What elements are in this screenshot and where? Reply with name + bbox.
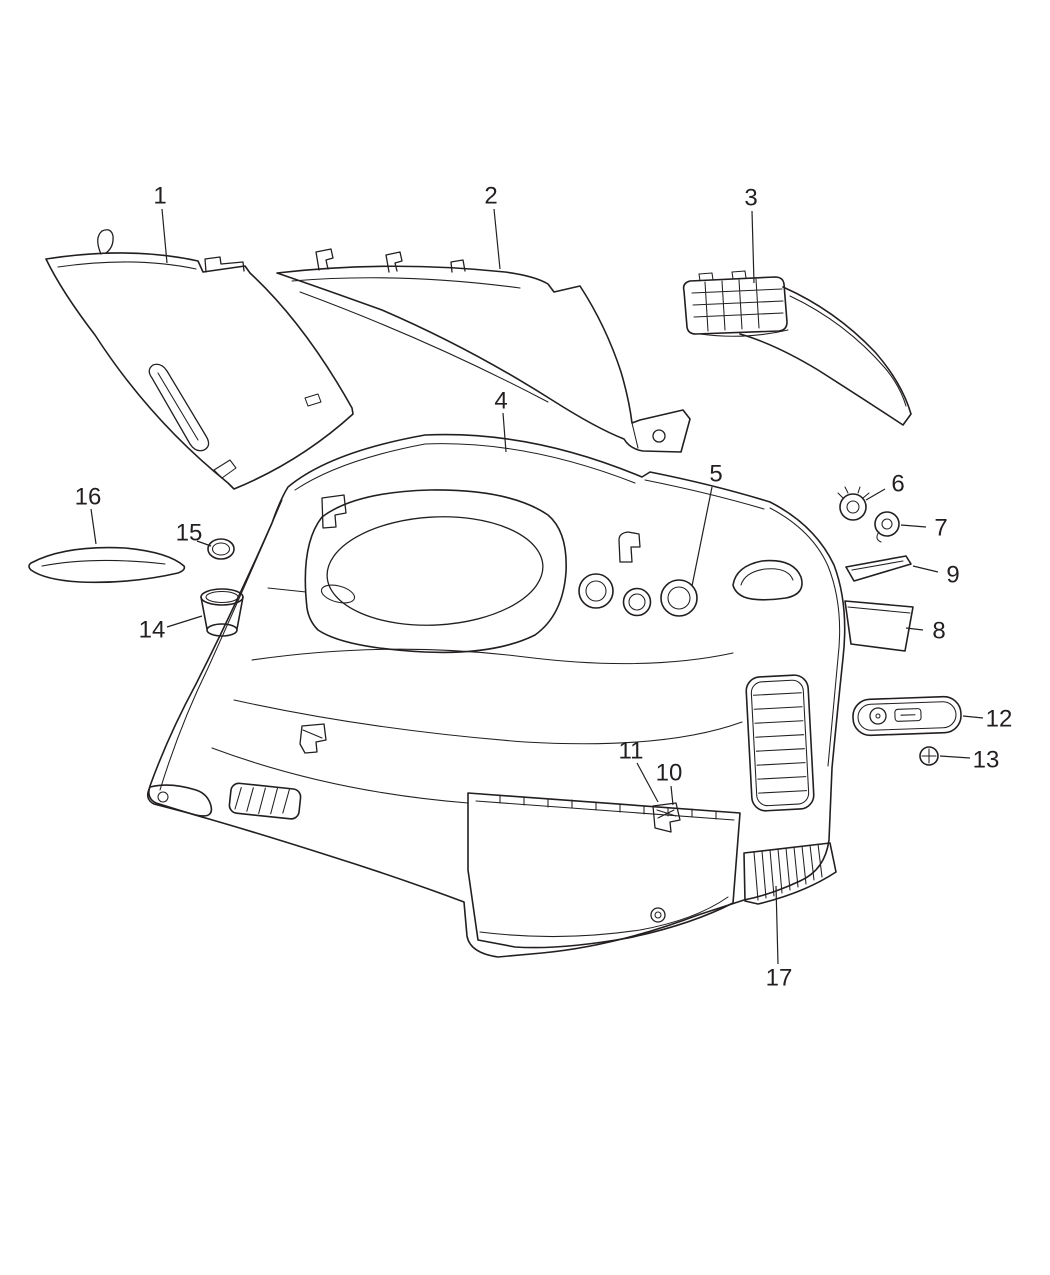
callout-leader-9 bbox=[912, 565, 939, 573]
callout-label-13: 13 bbox=[973, 747, 1000, 774]
callout-leader-4 bbox=[502, 412, 507, 453]
part-13-screw bbox=[919, 746, 939, 766]
callout-leader-12 bbox=[962, 715, 984, 719]
callout-leader-2 bbox=[493, 208, 501, 270]
part-4-bezel-c bbox=[660, 579, 698, 617]
callout-label-1: 1 bbox=[153, 183, 166, 210]
part-4-quarter-trim-panel bbox=[146, 433, 846, 958]
part-1-slot bbox=[148, 363, 210, 452]
part-4-armrest-clip bbox=[321, 494, 347, 529]
part-4-bezel-b bbox=[622, 587, 652, 617]
part-12-lamp-assembly bbox=[852, 695, 962, 737]
part-4-storage-bin bbox=[467, 792, 741, 949]
callout-label-12: 12 bbox=[986, 706, 1013, 733]
part-1-top-clip bbox=[204, 256, 245, 273]
part-4-scuff-comb bbox=[743, 842, 837, 905]
callout-leader-11 bbox=[636, 762, 659, 803]
part-15-retainer-ring bbox=[207, 538, 235, 560]
callout-label-6: 6 bbox=[891, 471, 904, 498]
callout-leader-13 bbox=[939, 755, 971, 759]
callout-leader-6 bbox=[865, 488, 886, 501]
part-3-connector-block bbox=[682, 276, 788, 335]
callout-label-5: 5 bbox=[709, 461, 722, 488]
callout-leader-10 bbox=[670, 785, 674, 806]
part-14-cup-grommet bbox=[200, 588, 244, 637]
part-2-pillar-trim-panel bbox=[276, 248, 691, 453]
callout-leader-17 bbox=[775, 885, 779, 965]
part-4-vent-grille bbox=[745, 674, 815, 812]
callout-leader-15 bbox=[196, 540, 212, 547]
part-4-grip-handle bbox=[732, 559, 803, 601]
part-8-bin-pocket bbox=[844, 600, 914, 652]
part-4-armrest-recess bbox=[304, 489, 567, 654]
part-4-bezel-a bbox=[578, 573, 614, 609]
callout-label-15: 15 bbox=[176, 520, 203, 547]
callout-label-2: 2 bbox=[484, 183, 497, 210]
part-4-clip-bottom bbox=[652, 802, 681, 833]
part-1-hook-clip bbox=[97, 229, 114, 255]
callout-leader-8 bbox=[905, 627, 924, 631]
part-1-pillar-trim-panel bbox=[45, 229, 354, 490]
callout-label-9: 9 bbox=[946, 562, 959, 589]
part-16-sill-strip bbox=[28, 546, 186, 584]
callout-label-8: 8 bbox=[932, 618, 945, 645]
part-2-clip-a bbox=[315, 248, 334, 271]
part-7-cap bbox=[874, 511, 900, 543]
callout-leader-3 bbox=[751, 210, 755, 284]
callout-label-4: 4 bbox=[494, 388, 507, 415]
callout-leader-16 bbox=[90, 508, 97, 545]
part-3-upper-quarter-trim bbox=[682, 270, 912, 426]
callout-leader-7 bbox=[900, 524, 927, 528]
callout-label-16: 16 bbox=[75, 484, 102, 511]
part-4-clip-left bbox=[299, 723, 327, 754]
part-9-trim-strip bbox=[845, 555, 912, 582]
callout-label-17: 17 bbox=[766, 965, 793, 992]
part-2-hole bbox=[652, 429, 666, 443]
callout-label-14: 14 bbox=[139, 617, 166, 644]
part-4-bolt-hole bbox=[650, 907, 666, 923]
part-4-lower-grille bbox=[228, 782, 302, 820]
callout-label-11: 11 bbox=[619, 738, 644, 765]
part-2-tab bbox=[450, 259, 466, 273]
part-4-hook-clip bbox=[618, 531, 641, 563]
part-2-clip-b bbox=[385, 251, 403, 273]
callout-label-3: 3 bbox=[744, 185, 757, 212]
callout-label-7: 7 bbox=[934, 515, 947, 542]
part-4-left-foot bbox=[146, 784, 213, 817]
callout-leader-1 bbox=[161, 208, 168, 264]
part-6-fastener bbox=[837, 486, 870, 521]
callout-label-10: 10 bbox=[656, 760, 683, 787]
callout-leader-5 bbox=[691, 486, 713, 587]
callout-leader-14 bbox=[166, 615, 203, 628]
